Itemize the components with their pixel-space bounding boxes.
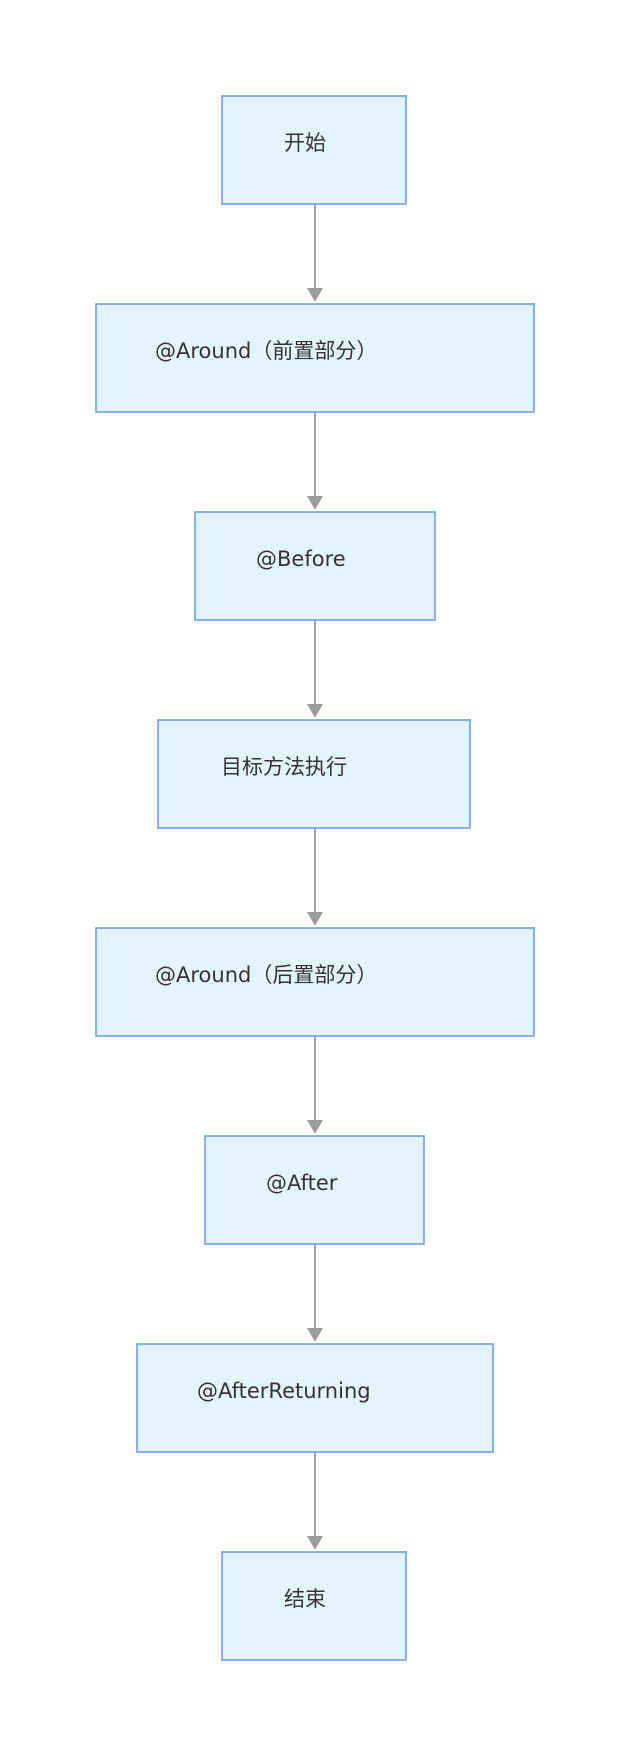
node-around-post-box[interactable]: [95, 927, 535, 1037]
node-end-label: 结束: [284, 1587, 326, 1611]
arrow-head-icon: [307, 1536, 323, 1550]
arrow-head-icon: [307, 496, 323, 510]
node-after[interactable]: @After: [204, 1135, 425, 1245]
edge-around-post-to-after: [307, 1036, 323, 1134]
arrow-head-icon: [307, 1120, 323, 1134]
arrow-head-icon: [307, 912, 323, 926]
node-start-box[interactable]: [221, 95, 407, 205]
arrow-head-icon: [307, 704, 323, 718]
node-target-box[interactable]: [157, 719, 471, 829]
node-around-pre-label: @Around（前置部分）: [155, 339, 377, 363]
node-target[interactable]: 目标方法执行: [157, 719, 471, 829]
node-around-pre-box[interactable]: [95, 303, 535, 413]
node-around-post[interactable]: @Around（后置部分）: [95, 927, 535, 1037]
edge-target-to-around-post: [307, 828, 323, 926]
edge-around-pre-to-before: [307, 412, 323, 510]
edge-after-returning-to-end: [307, 1452, 323, 1550]
node-before-label: @Before: [256, 547, 346, 571]
node-before-box[interactable]: [194, 511, 436, 621]
node-after-returning-box[interactable]: [136, 1343, 494, 1453]
arrow-head-icon: [307, 1328, 323, 1342]
node-target-label: 目标方法执行: [221, 755, 347, 779]
edge-start-to-around-pre: [307, 204, 323, 302]
edge-before-to-target: [307, 620, 323, 718]
node-after-label: @After: [266, 1171, 338, 1195]
node-start-label: 开始: [284, 131, 326, 155]
node-after-returning[interactable]: @AfterReturning: [136, 1343, 494, 1453]
edge-after-to-after-returning: [307, 1244, 323, 1342]
node-around-pre[interactable]: @Around（前置部分）: [95, 303, 535, 413]
node-end[interactable]: 结束: [221, 1551, 407, 1661]
arrow-head-icon: [307, 288, 323, 302]
node-end-box[interactable]: [221, 1551, 407, 1661]
node-after-box[interactable]: [204, 1135, 425, 1245]
node-before[interactable]: @Before: [194, 511, 436, 621]
node-start[interactable]: 开始: [221, 95, 407, 205]
flow-edges: [307, 204, 323, 1550]
node-around-post-label: @Around（后置部分）: [155, 963, 377, 987]
node-after-returning-label: @AfterReturning: [197, 1379, 371, 1403]
flow-nodes: 开始 @Around（前置部分） @Before 目标方法执行 @Around（…: [95, 95, 535, 1661]
